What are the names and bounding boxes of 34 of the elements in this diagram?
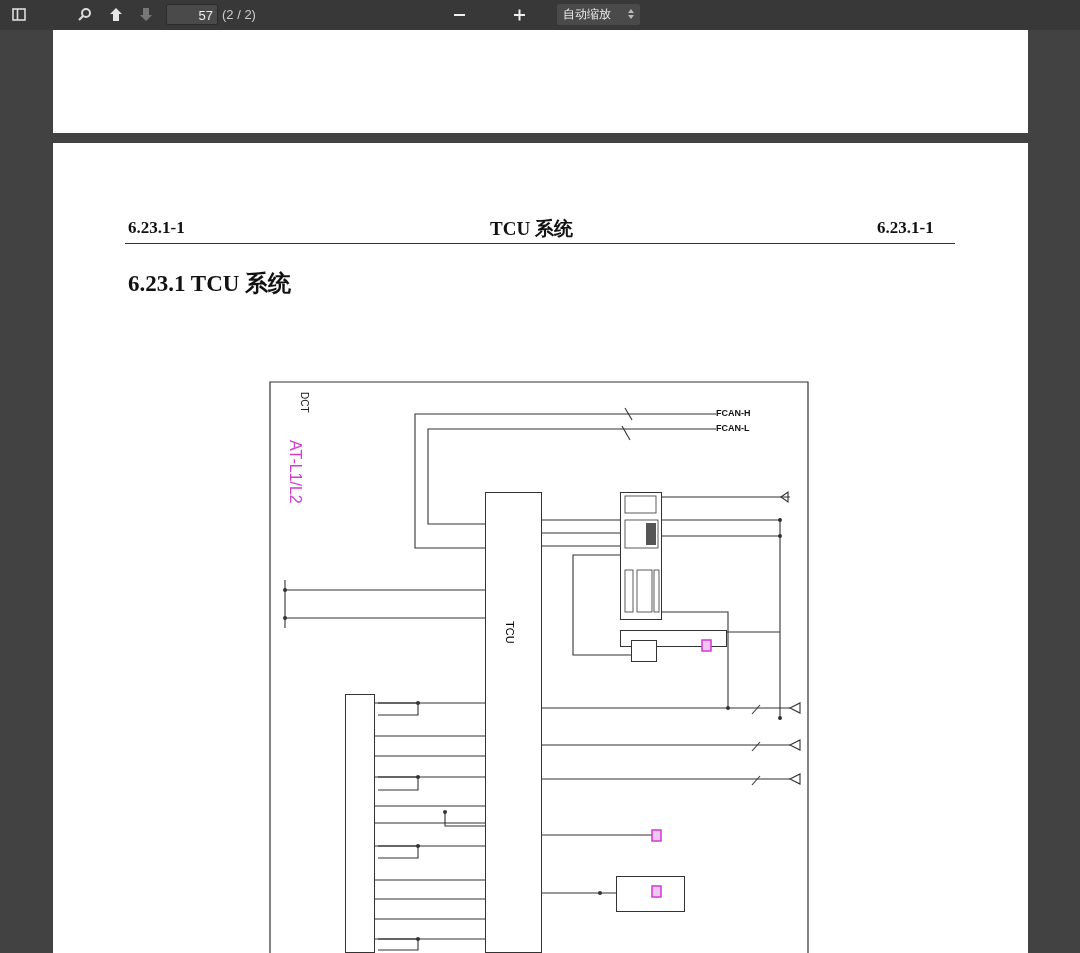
wire [374, 898, 486, 900]
variant-label: AT-L1/L2 [286, 440, 304, 504]
running-header: TCU 系统 [490, 217, 573, 241]
section-number: 6.23.1-1 [877, 218, 934, 238]
unit-name: TCU [504, 621, 516, 644]
wire [374, 805, 486, 807]
signal-label: FCAN-L [716, 423, 752, 435]
section-heading: 6.23.1 TCU 系统 [128, 270, 292, 298]
system-label: DCT [299, 392, 310, 413]
signal-label: FCAN-H [716, 408, 752, 420]
wire [541, 545, 621, 547]
wire [374, 776, 486, 778]
wire [374, 702, 486, 704]
section-number: 6.23.1-1 [128, 218, 185, 238]
wire [414, 413, 717, 549]
module-box [345, 694, 375, 953]
wire [541, 519, 621, 521]
page-number-field: 57 [166, 4, 218, 25]
zoom-select: 自动缩放 [557, 4, 640, 25]
control-unit-box [485, 492, 542, 953]
wire [374, 879, 486, 881]
wire [541, 532, 621, 534]
wire [374, 755, 486, 757]
wire [427, 428, 717, 525]
switch-box [631, 640, 657, 662]
module-box [616, 876, 685, 912]
wire [374, 845, 486, 847]
wire [572, 554, 632, 656]
wire [374, 938, 486, 940]
wire [374, 918, 486, 920]
page-count: (2 / 2) [222, 7, 256, 22]
wire [541, 892, 617, 894]
wire [374, 822, 486, 824]
wire [374, 735, 486, 737]
